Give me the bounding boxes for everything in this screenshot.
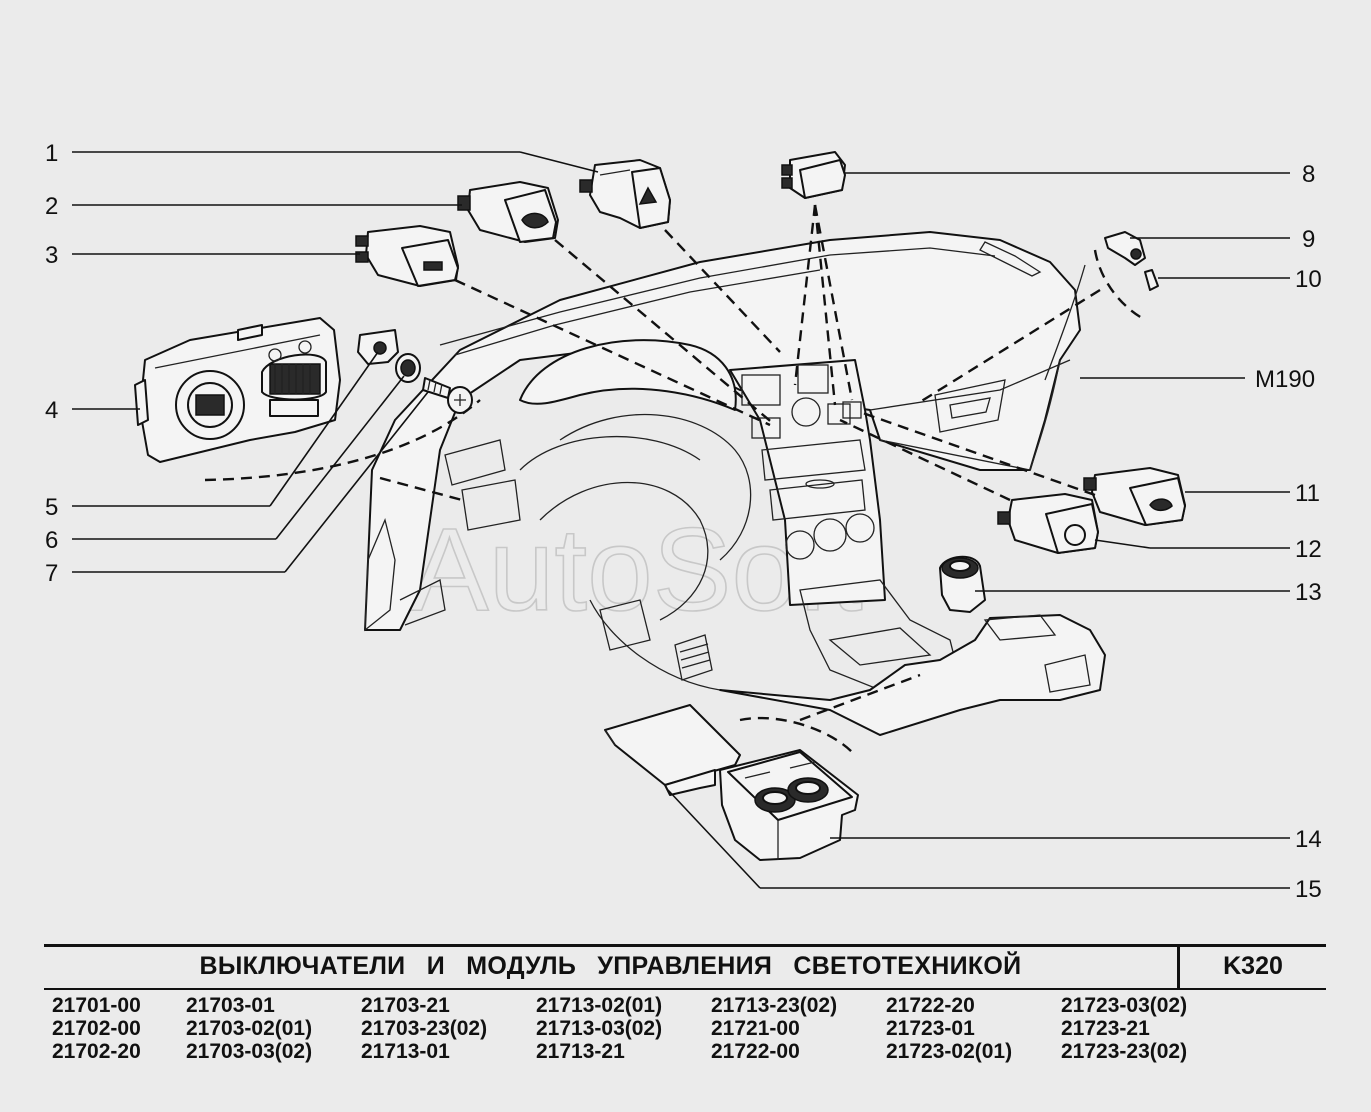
callout-7: 7 (45, 560, 58, 587)
dashboard-drawing (364, 231, 1106, 736)
switch-part-2 (457, 181, 559, 243)
switch-part-8 (781, 151, 846, 199)
model-number: 21723-03(02) (1061, 994, 1188, 1017)
model-number: 21713-23(02) (711, 994, 838, 1017)
switch-part-12 (997, 493, 1099, 554)
callout-15: 15 (1295, 876, 1322, 903)
screw-part-7 (422, 377, 473, 414)
model-column-2: 21703-01 21703-02(01) 21703-03(02) (186, 994, 312, 1063)
callout-m190: M190 (1255, 366, 1315, 393)
callout-14: 14 (1295, 826, 1322, 853)
lighting-control-module-part-4 (134, 317, 341, 463)
model-number: 21701-00 (52, 994, 141, 1017)
model-column-5: 21713-23(02) 21721-00 21722-00 (711, 994, 837, 1063)
cover-plate-part-15 (604, 704, 741, 796)
model-column-7: 21723-03(02) 21723-21 21723-23(02) (1061, 994, 1187, 1063)
model-number: 21713-03(02) (536, 1017, 663, 1040)
socket-part-13 (939, 555, 986, 613)
hazard-switch-part-1 (579, 159, 671, 229)
callout-10: 10 (1295, 266, 1322, 293)
model-column-3: 21703-21 21703-23(02) 21713-01 (361, 994, 487, 1063)
model-number: 21703-01 (186, 994, 275, 1017)
drawing-code: K320 (1223, 952, 1283, 980)
model-number: 21713-21 (536, 1040, 625, 1063)
model-number: 21713-01 (361, 1040, 450, 1063)
callout-2: 2 (45, 193, 58, 220)
callout-3: 3 (45, 242, 58, 269)
model-number: 21721-00 (711, 1017, 800, 1040)
callout-12: 12 (1295, 536, 1322, 563)
drawing-title: ВЫКЛЮЧАТЕЛИ И МОДУЛЬ УПРАВЛЕНИЯ СВЕТОТЕХ… (199, 952, 1022, 980)
leader-lines (72, 151, 1290, 889)
callout-9: 9 (1302, 226, 1315, 253)
model-column-4: 21713-02(01) 21713-03(02) 21713-21 (536, 994, 662, 1063)
callout-labels: 1 2 3 4 5 6 7 8 9 10 M190 11 12 13 14 15 (45, 140, 1322, 903)
title-block-divider (1177, 946, 1180, 989)
callout-13: 13 (1295, 579, 1322, 606)
model-number: 21723-01 (886, 1017, 975, 1040)
title-block-mid-rule (44, 988, 1326, 990)
callout-6: 6 (45, 527, 58, 554)
callout-11: 11 (1295, 480, 1320, 507)
assembly-dashed-lines (204, 204, 1143, 753)
title-block-top-rule (44, 944, 1326, 947)
model-number: 21703-23(02) (361, 1017, 488, 1040)
model-number: 21703-21 (361, 994, 450, 1017)
bulb-part-10 (1144, 269, 1159, 291)
model-number: 21723-02(01) (886, 1040, 1013, 1063)
callout-1: 1 (45, 140, 58, 167)
model-number: 21702-20 (52, 1040, 141, 1063)
callout-5: 5 (45, 494, 58, 521)
lamp-socket-part-9 (1104, 231, 1146, 266)
model-column-1: 21701-00 21702-00 21702-20 (52, 994, 141, 1063)
model-number: 21713-02(01) (536, 994, 663, 1017)
model-column-6: 21722-20 21723-01 21723-02(01) (886, 994, 1012, 1063)
switch-part-3 (355, 225, 459, 287)
callout-8: 8 (1302, 161, 1315, 188)
model-number: 21723-23(02) (1061, 1040, 1188, 1063)
callout-4: 4 (45, 397, 58, 424)
model-number: 21703-02(01) (186, 1017, 313, 1040)
model-number: 21703-03(02) (186, 1040, 313, 1063)
window-switch-block-part-14 (719, 749, 859, 861)
switch-part-11 (1083, 467, 1186, 526)
bracket-part-5 (357, 329, 399, 365)
model-number: 21702-00 (52, 1017, 141, 1040)
knob-cap-part-6 (395, 353, 421, 383)
title-block: ВЫКЛЮЧАТЕЛИ И МОДУЛЬ УПРАВЛЕНИЯ СВЕТОТЕХ… (44, 944, 1326, 1094)
model-number: 21722-00 (711, 1040, 800, 1063)
model-number: 21723-21 (1061, 1017, 1150, 1040)
parts-diagram: AutoSoft (45, 140, 1322, 903)
model-number: 21722-20 (886, 994, 975, 1017)
